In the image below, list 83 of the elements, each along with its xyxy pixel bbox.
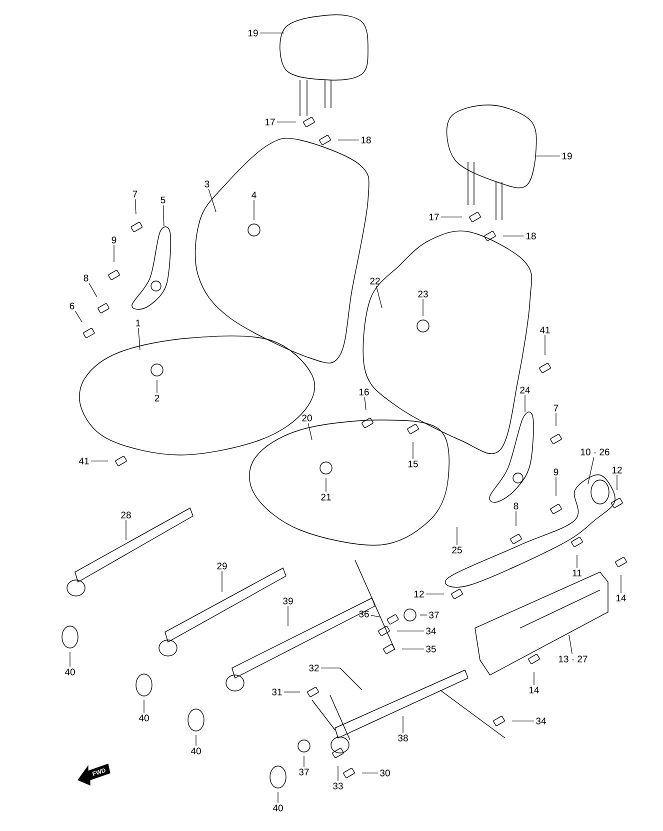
leader-line xyxy=(138,328,140,350)
callout-number: 21 xyxy=(321,494,331,500)
callout-number: 24 xyxy=(520,386,530,394)
leader-line xyxy=(376,286,382,308)
callout-number: 25 xyxy=(452,546,462,554)
leader-line xyxy=(208,188,216,212)
leader-line xyxy=(544,334,546,356)
callout-number: 36 xyxy=(359,610,369,618)
callout-number: 35 xyxy=(426,646,436,652)
callout-number: 8 xyxy=(514,502,518,510)
callout-number: 13 · 27 xyxy=(558,656,588,662)
leader-line xyxy=(402,716,404,734)
callout-number: 2 xyxy=(154,394,160,402)
callout-number: 11 xyxy=(572,570,582,576)
leader-line xyxy=(156,380,158,394)
leader-line xyxy=(420,614,428,616)
callout-number: 38 xyxy=(398,734,408,742)
leader-line xyxy=(370,615,380,618)
callout-number: 37 xyxy=(429,612,439,618)
leader-line xyxy=(524,394,526,412)
callout-number: 40 xyxy=(138,714,149,722)
callout-number: 39 xyxy=(283,598,293,604)
leader-line xyxy=(422,298,424,316)
callout-number: 40 xyxy=(64,668,75,676)
callout-number: 19 xyxy=(248,30,258,36)
callout-number: 28 xyxy=(121,512,131,518)
callout-number: 1 xyxy=(136,320,140,326)
callout-number: 10 · 26 xyxy=(580,448,610,456)
callout-number: 12 xyxy=(414,590,424,598)
callout-number: 34 xyxy=(426,628,436,634)
leader-line xyxy=(396,630,424,632)
leader-line xyxy=(162,204,164,226)
callout-number: 16 xyxy=(359,388,369,396)
callout-number: 6 xyxy=(70,302,74,310)
callout-number: 29 xyxy=(217,562,227,570)
callout-number: 18 xyxy=(361,136,371,144)
callout-number: 20 xyxy=(302,414,312,422)
callout-number: 9 xyxy=(112,236,116,244)
callout-number: 40 xyxy=(190,748,201,754)
leader-line xyxy=(576,554,578,568)
leader-line xyxy=(620,574,622,594)
leader-line xyxy=(364,396,366,410)
callout-number: 18 xyxy=(526,232,536,240)
callout-number: 17 xyxy=(429,214,439,220)
callout-number: 5 xyxy=(160,196,166,204)
leader-line xyxy=(568,634,572,654)
callout-number: 14 xyxy=(616,594,626,602)
leader-line xyxy=(362,772,378,774)
leader-line xyxy=(90,460,108,462)
callout-number: 37 xyxy=(299,768,309,776)
leader-line xyxy=(588,456,594,484)
callout-number: 4 xyxy=(252,192,256,198)
callout-number: 7 xyxy=(132,190,138,198)
callout-number: 15 xyxy=(408,460,418,468)
leader-line xyxy=(260,32,284,34)
callout-number: 30 xyxy=(380,770,390,776)
leader-line xyxy=(412,442,414,460)
callout-number: 41 xyxy=(540,326,550,334)
callout-number: 33 xyxy=(333,782,343,790)
leader-line xyxy=(402,648,424,650)
leader-line xyxy=(456,526,458,546)
callout-number: 22 xyxy=(370,278,380,284)
callout-number: 12 xyxy=(612,466,622,474)
leader-line xyxy=(440,216,462,218)
callout-number: 40 xyxy=(272,804,283,812)
callout-number: 3 xyxy=(204,180,210,188)
callout-number: 32 xyxy=(309,664,319,672)
callout-number: 7 xyxy=(554,404,558,412)
callout-number: 19 xyxy=(562,152,572,160)
callout-number: 8 xyxy=(84,274,88,282)
callout-number: 9 xyxy=(554,468,558,476)
callout-number: 41 xyxy=(78,458,89,464)
leader-line xyxy=(616,474,618,490)
callout-number: 14 xyxy=(529,686,539,694)
leader-line xyxy=(512,720,534,722)
leader-line xyxy=(308,422,312,440)
leader-line xyxy=(134,198,136,214)
leader-line xyxy=(88,282,98,298)
callout-number: 17 xyxy=(265,118,275,126)
callout-number: 23 xyxy=(418,290,428,298)
callout-number: 34 xyxy=(536,718,546,724)
leader-line xyxy=(74,310,82,322)
callout-number: 31 xyxy=(272,688,282,696)
